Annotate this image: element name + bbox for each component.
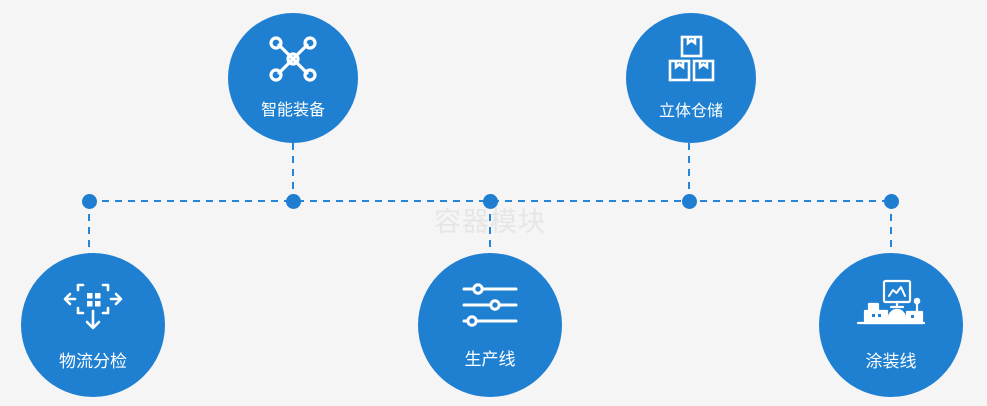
module-bubble-production-line[interactable]: 生产线 xyxy=(418,253,562,397)
network-nodes-icon xyxy=(268,36,318,82)
node-smart-equipment[interactable] xyxy=(285,193,301,209)
node-painting-line[interactable] xyxy=(883,193,899,209)
stacked-boxes-icon xyxy=(666,35,716,83)
module-bubble-painting-line[interactable]: 涂装线 xyxy=(819,253,963,397)
node-stereo-warehouse[interactable] xyxy=(681,193,697,209)
module-label-production-line: 生产线 xyxy=(464,349,516,369)
module-bubble-stereo-warehouse[interactable]: 立体仓储 xyxy=(626,13,756,143)
module-label-logistics-sorting: 物流分检 xyxy=(59,351,127,371)
node-production-line[interactable] xyxy=(482,193,498,209)
module-bubble-smart-equipment[interactable]: 智能装备 xyxy=(228,13,358,143)
module-label-painting-line: 涂装线 xyxy=(865,351,917,371)
sorting-arrows-icon xyxy=(63,279,123,331)
module-label-smart-equipment: 智能装备 xyxy=(260,102,325,119)
sliders-icon xyxy=(461,281,519,329)
module-label-stereo-warehouse: 立体仓储 xyxy=(658,103,723,120)
module-bubble-logistics-sorting[interactable]: 物流分检 xyxy=(21,253,165,397)
factory-monitor-icon xyxy=(856,279,926,331)
node-logistics-sorting[interactable] xyxy=(81,193,97,209)
